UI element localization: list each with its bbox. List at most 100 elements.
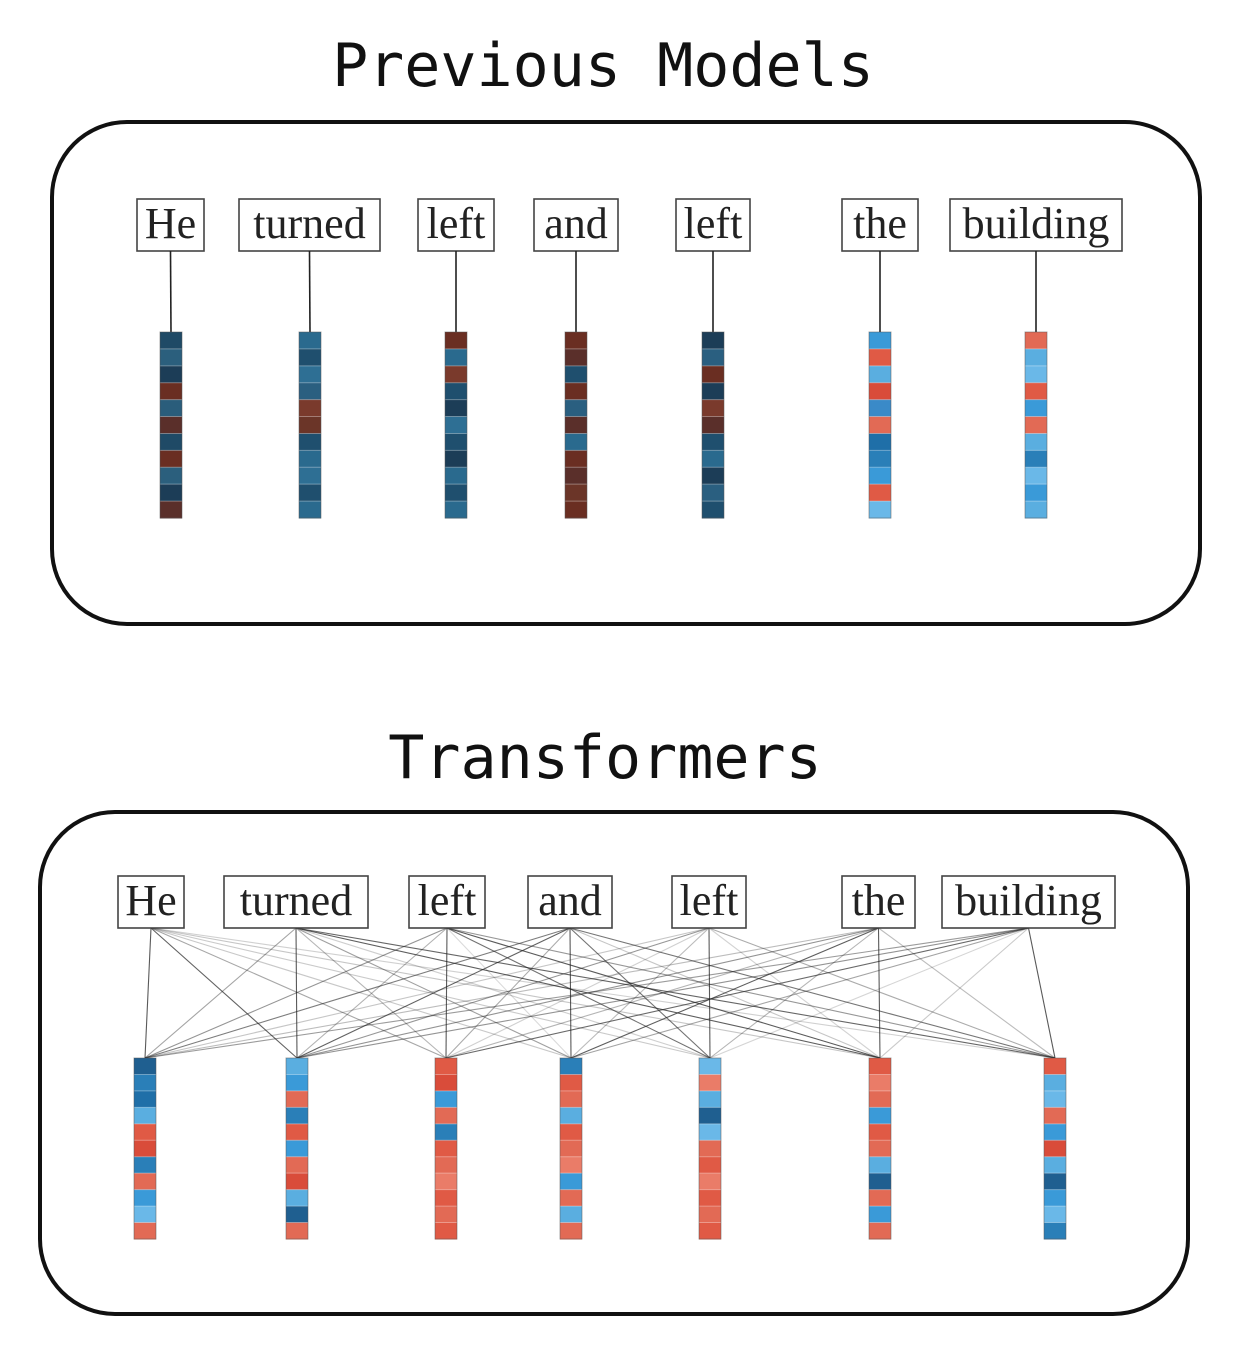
vector-cell <box>160 484 182 502</box>
vector-cell <box>286 1058 308 1075</box>
word-token: building <box>955 876 1102 925</box>
vector-cell <box>160 382 182 401</box>
vector-cell <box>869 365 891 384</box>
transformers-attention-connections <box>144 927 1056 1059</box>
attention-connection <box>708 927 881 1059</box>
vector-cell <box>286 1090 308 1108</box>
vector-cell <box>702 332 724 350</box>
vector-cell <box>299 484 321 502</box>
vector-cell <box>160 501 182 519</box>
attention-connection <box>150 927 711 1059</box>
vector-cell <box>565 348 587 367</box>
vector-cell <box>1025 450 1047 468</box>
vector-cell <box>160 433 182 451</box>
word-box <box>949 198 1123 252</box>
vector-cell <box>1025 501 1047 519</box>
attention-connection <box>445 927 879 1059</box>
embedding-vector <box>285 1057 309 1240</box>
vector-cell <box>299 433 321 451</box>
vector-cell <box>699 1058 721 1075</box>
attention-connection <box>144 927 1029 1059</box>
token-connection <box>308 250 311 333</box>
vector-cell <box>699 1173 721 1191</box>
vector-cell <box>134 1090 156 1108</box>
vector-cell <box>702 484 724 502</box>
embedding-vector <box>701 331 725 519</box>
vector-cell <box>1025 484 1047 502</box>
vector-cell <box>869 1189 891 1207</box>
attention-connection <box>144 927 152 1059</box>
attention-connection <box>708 927 711 1059</box>
vector-cell <box>560 1156 582 1174</box>
vector-cell <box>445 501 467 519</box>
word-token: turned <box>253 199 365 248</box>
vector-cell <box>560 1090 582 1108</box>
vector-cell <box>565 484 587 502</box>
vector-cell <box>1044 1156 1066 1174</box>
attention-connection <box>708 927 1056 1059</box>
vector-cell <box>869 1140 891 1158</box>
vector-outline <box>159 331 183 519</box>
word-box <box>408 875 486 929</box>
attention-connection <box>296 927 1029 1059</box>
vector-outline <box>559 1057 583 1240</box>
vector-cell <box>134 1074 156 1092</box>
vector-cell <box>699 1107 721 1125</box>
embedding-vector <box>564 331 588 519</box>
vector-cell <box>1025 467 1047 485</box>
vector-cell <box>445 433 467 451</box>
vector-cell <box>299 399 321 418</box>
vector-outline <box>1043 1057 1067 1240</box>
attention-connection <box>709 927 879 1059</box>
vector-cell <box>560 1189 582 1207</box>
attention-connection <box>445 927 1029 1059</box>
attention-connection <box>150 927 447 1059</box>
vector-cell <box>299 450 321 468</box>
vector-cell <box>869 1074 891 1092</box>
attention-connection <box>877 927 881 1059</box>
vector-cell <box>869 416 891 434</box>
vector-cell <box>869 1206 891 1224</box>
vector-cell <box>560 1074 582 1092</box>
vector-cell <box>299 382 321 401</box>
vector-cell <box>445 484 467 502</box>
vector-cell <box>1025 365 1047 384</box>
transformers-vectors <box>133 1057 1067 1240</box>
word-box <box>533 198 619 252</box>
word-token: He <box>145 199 196 248</box>
vector-cell <box>286 1140 308 1158</box>
vector-cell <box>702 433 724 451</box>
vector-cell <box>869 1173 891 1191</box>
vector-cell <box>560 1107 582 1125</box>
vector-cell <box>134 1222 156 1240</box>
vector-cell <box>435 1222 457 1240</box>
attention-connection <box>295 927 1056 1059</box>
vector-cell <box>565 467 587 485</box>
attention-connection <box>569 927 711 1059</box>
attention-connection <box>445 927 448 1059</box>
vector-cell <box>445 332 467 350</box>
vector-cell <box>435 1189 457 1207</box>
vector-cell <box>869 348 891 367</box>
vector-cell <box>1044 1189 1066 1207</box>
attention-connection <box>296 927 448 1059</box>
vector-cell <box>702 348 724 367</box>
vector-cell <box>869 382 891 401</box>
vector-cell <box>1044 1206 1066 1224</box>
vector-cell <box>445 467 467 485</box>
vector-outline <box>298 331 322 519</box>
vector-cell <box>134 1058 156 1075</box>
vector-cell <box>299 501 321 519</box>
vector-cell <box>286 1107 308 1125</box>
vector-cell <box>702 501 724 519</box>
vector-cell <box>134 1206 156 1224</box>
attention-connection <box>295 927 881 1059</box>
vector-cell <box>1025 399 1047 418</box>
vector-cell <box>134 1156 156 1174</box>
word-token: left <box>684 199 743 248</box>
word-box <box>117 875 185 929</box>
attention-connection <box>1027 927 1056 1059</box>
vector-cell <box>160 399 182 418</box>
vector-outline <box>285 1057 309 1240</box>
attention-connection <box>570 927 879 1059</box>
